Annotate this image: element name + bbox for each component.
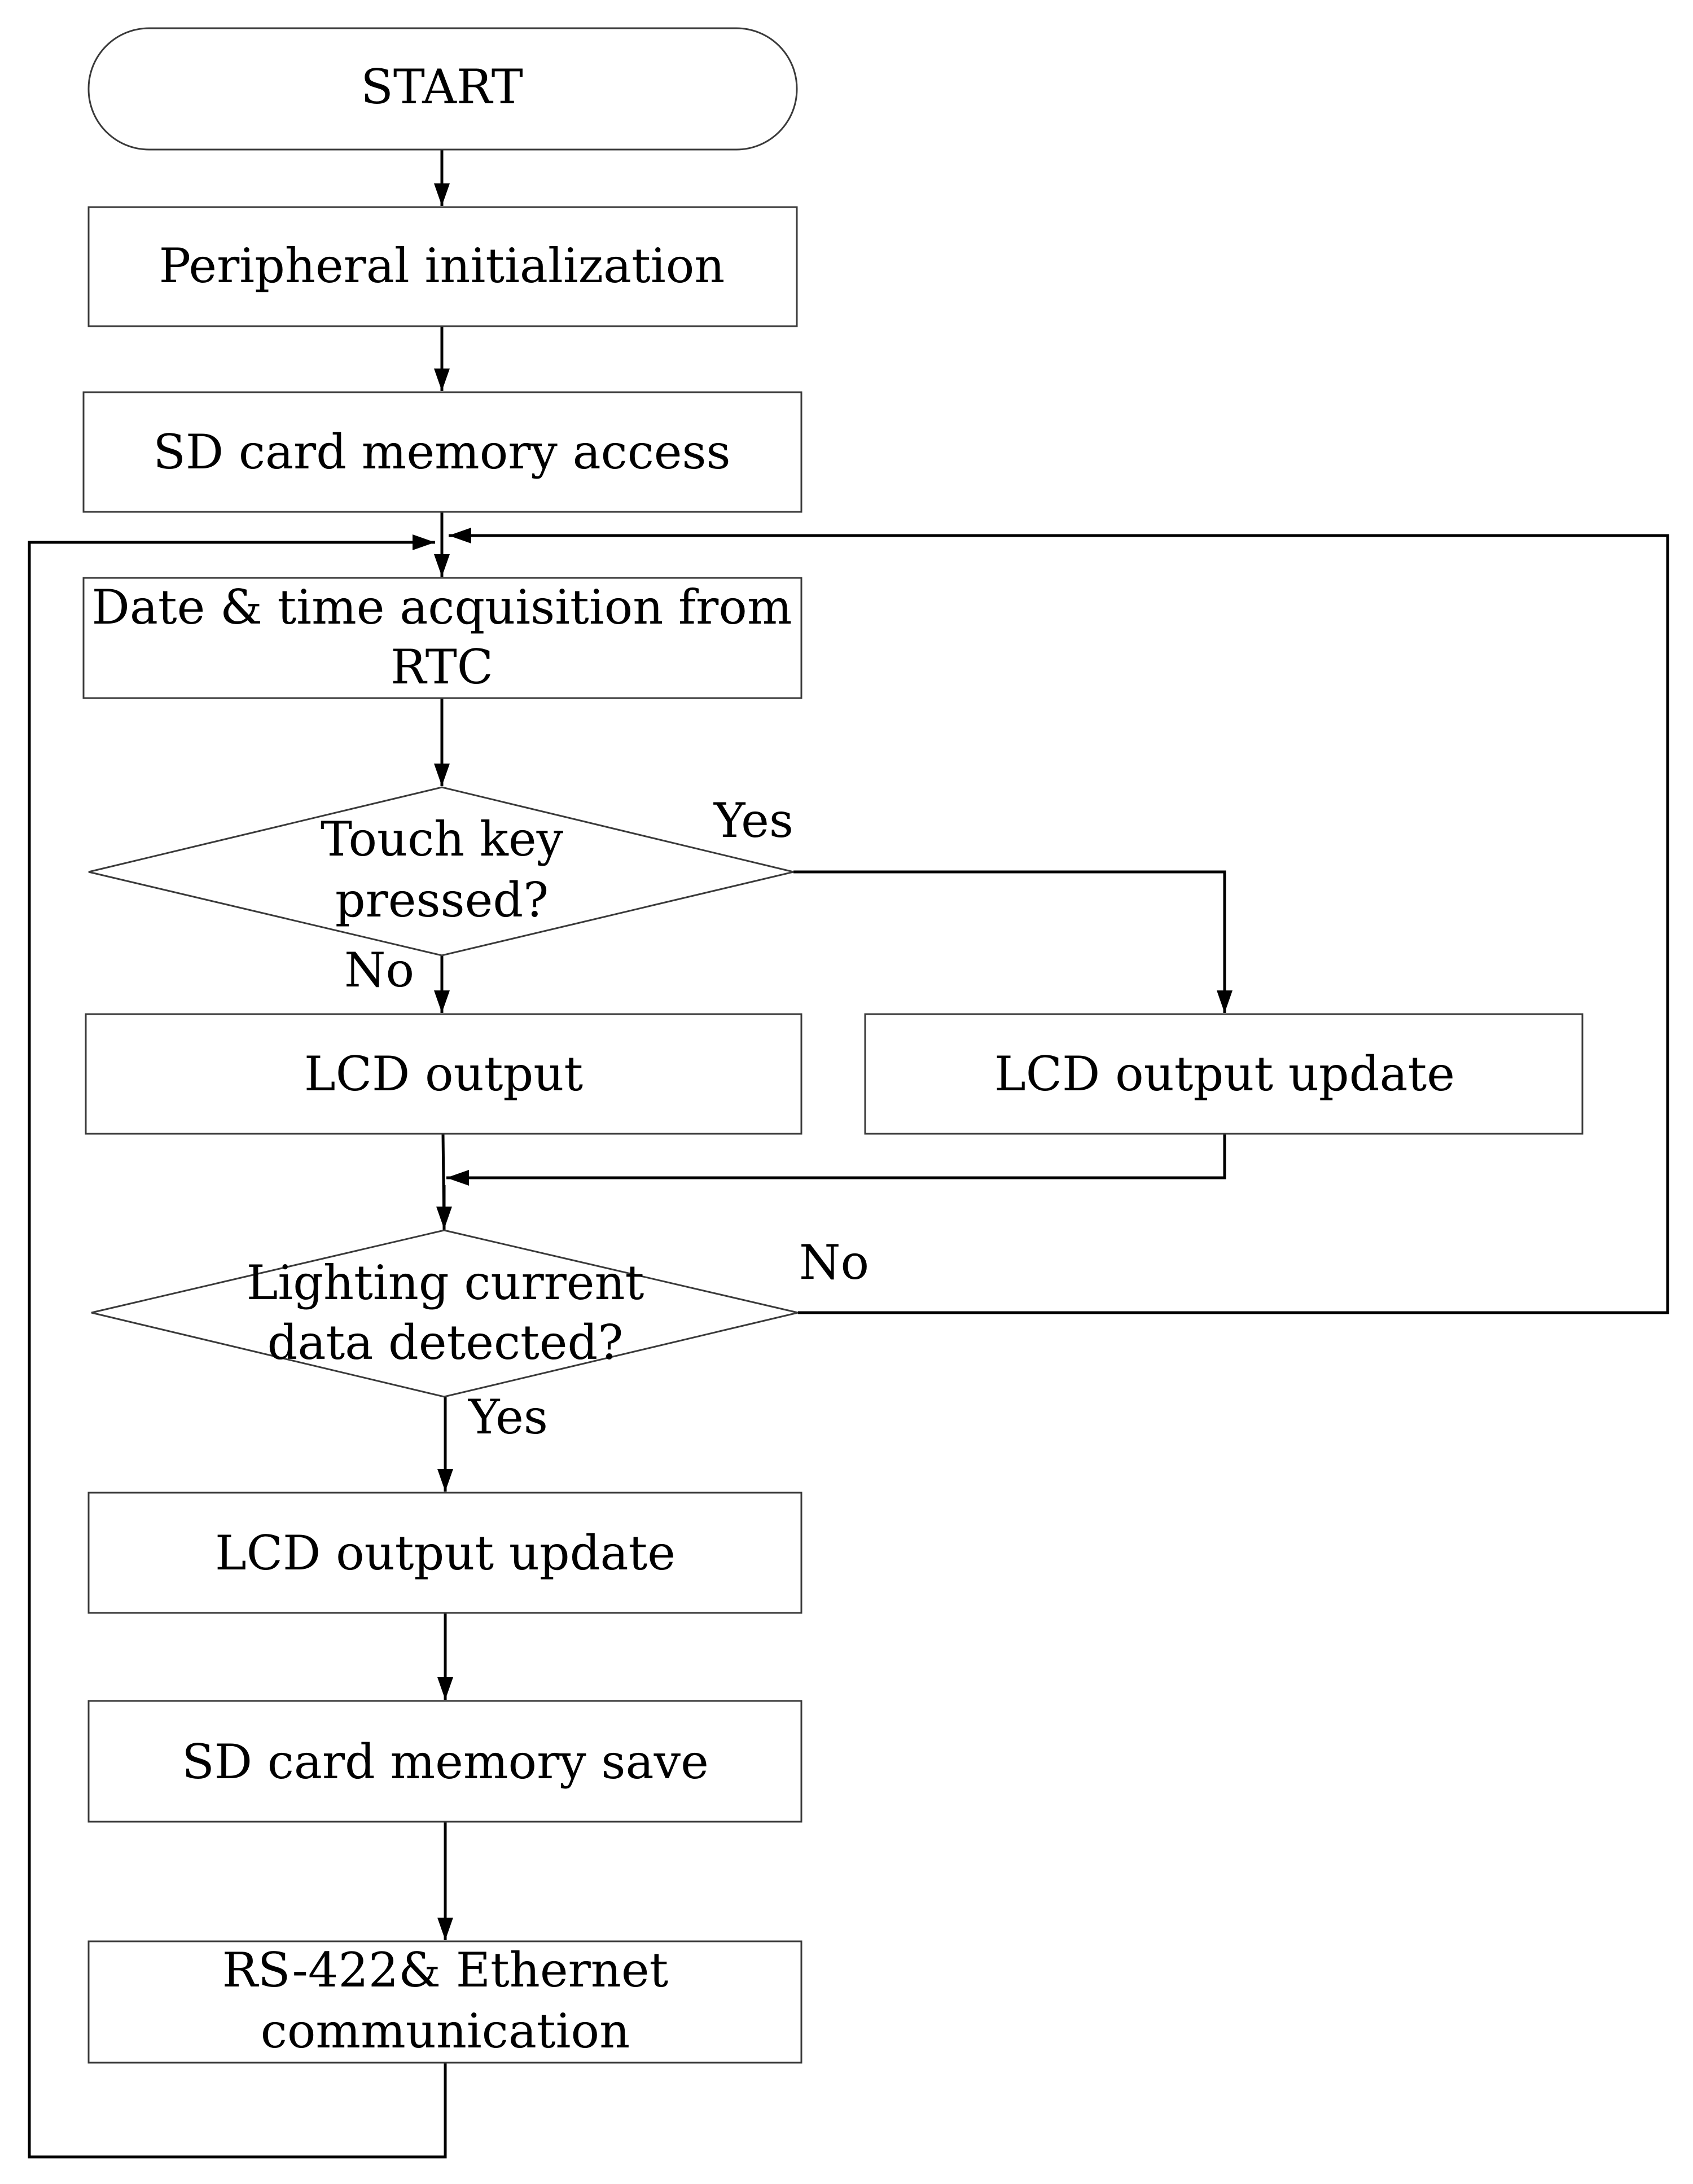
rtc-acquisition-label-line1: Date & time acquisition from bbox=[91, 580, 792, 635]
peripheral-initialization-label: Peripheral initialization bbox=[159, 238, 725, 293]
rtc-acquisition-box: Date & time acquisition from RTC bbox=[82, 577, 802, 699]
touch-yes-label: Yes bbox=[713, 793, 793, 848]
communication-label-line2: communication bbox=[261, 2003, 630, 2059]
lighting-current-label-line2: data detected? bbox=[267, 1315, 624, 1370]
lighting-current-decision: Lighting current data detected? bbox=[91, 1229, 799, 1398]
lighting-no-label: No bbox=[799, 1235, 869, 1290]
connectors bbox=[28, 150, 1669, 2159]
lcd-output-update-label-bottom: LCD output update bbox=[215, 1525, 676, 1581]
sd-card-save-box: SD card memory save bbox=[87, 1700, 802, 1823]
peripheral-initialization-box: Peripheral initialization bbox=[87, 206, 798, 327]
rtc-acquisition-label-line2: RTC bbox=[391, 639, 493, 695]
arrow-touch-yes-to-lcd-update bbox=[793, 870, 1233, 1013]
arrow-lighting-no-loop-back bbox=[449, 528, 1669, 1314]
start-terminal: START bbox=[87, 27, 798, 151]
touch-no-label: No bbox=[344, 942, 414, 998]
lcd-output-label: LCD output bbox=[304, 1046, 583, 1102]
lcd-output-update-box-bottom: LCD output update bbox=[87, 1492, 802, 1614]
touch-key-label-line1: Touch key bbox=[321, 812, 564, 867]
communication-label-line1: RS-422& Ethernet bbox=[222, 1942, 669, 1998]
lcd-output-update-label-right: LCD output update bbox=[994, 1046, 1455, 1102]
sd-card-access-label: SD card memory access bbox=[153, 424, 730, 480]
touch-key-label-line2: pressed? bbox=[335, 872, 549, 928]
arrow-comm-loop-back bbox=[28, 534, 447, 2159]
touch-key-decision: Touch key pressed? bbox=[88, 786, 794, 957]
start-label: START bbox=[361, 59, 523, 115]
lcd-output-box: LCD output bbox=[85, 1013, 802, 1135]
lighting-current-label-line1: Lighting current bbox=[247, 1255, 644, 1310]
sd-card-save-label: SD card memory save bbox=[182, 1734, 709, 1790]
arrow-lcd-update-merge bbox=[446, 1134, 1226, 1186]
lcd-output-update-box-right: LCD output update bbox=[864, 1013, 1584, 1135]
lighting-yes-label: Yes bbox=[468, 1389, 548, 1445]
sd-card-access-box: SD card memory access bbox=[82, 391, 802, 513]
communication-box: RS-422& Ethernet communication bbox=[87, 1940, 802, 2064]
